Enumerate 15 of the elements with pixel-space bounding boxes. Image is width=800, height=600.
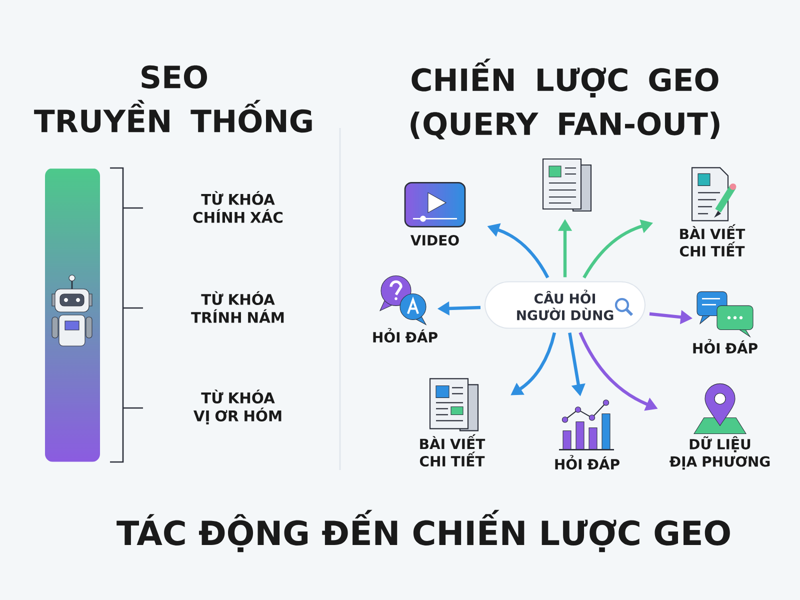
icon-label: DỮ LIỆU ĐỊA PHƯƠNG [670,436,770,470]
bracket-label: TỪ KHÓA VỊ ƠR HÓM [194,390,282,424]
icon-label: BÀI VIẾT CHI TIẾT [420,434,486,467]
bracket-label: TỪ KHÓA CHÍNH XÁC [193,191,283,223]
icon-label: HỎI ĐÁP [373,328,438,343]
question-box: CÂU HỎI NGƯỜI DÙNG [484,281,646,329]
newspaper-icon [542,158,592,212]
section-heading: SEO TRUYỀN THỐNG [34,65,312,133]
section-heading: CHIẾN LƯỢC GEO (QUERY FAN-OUT) [410,58,720,140]
icon-label: HỎI ĐÁP [693,339,758,354]
bracket-label: TỪ KHÓA TRÍNH NÁM [191,291,284,323]
icon-label: BÀI VIẾT CHI TIẾT [680,224,746,257]
title: TÁC ĐỘNG ĐẾN CHIẾN LƯỢC GEO [116,510,730,552]
icon-label: VIDEO [410,235,459,246]
icon-label: HỎI ĐÁP [555,455,620,470]
